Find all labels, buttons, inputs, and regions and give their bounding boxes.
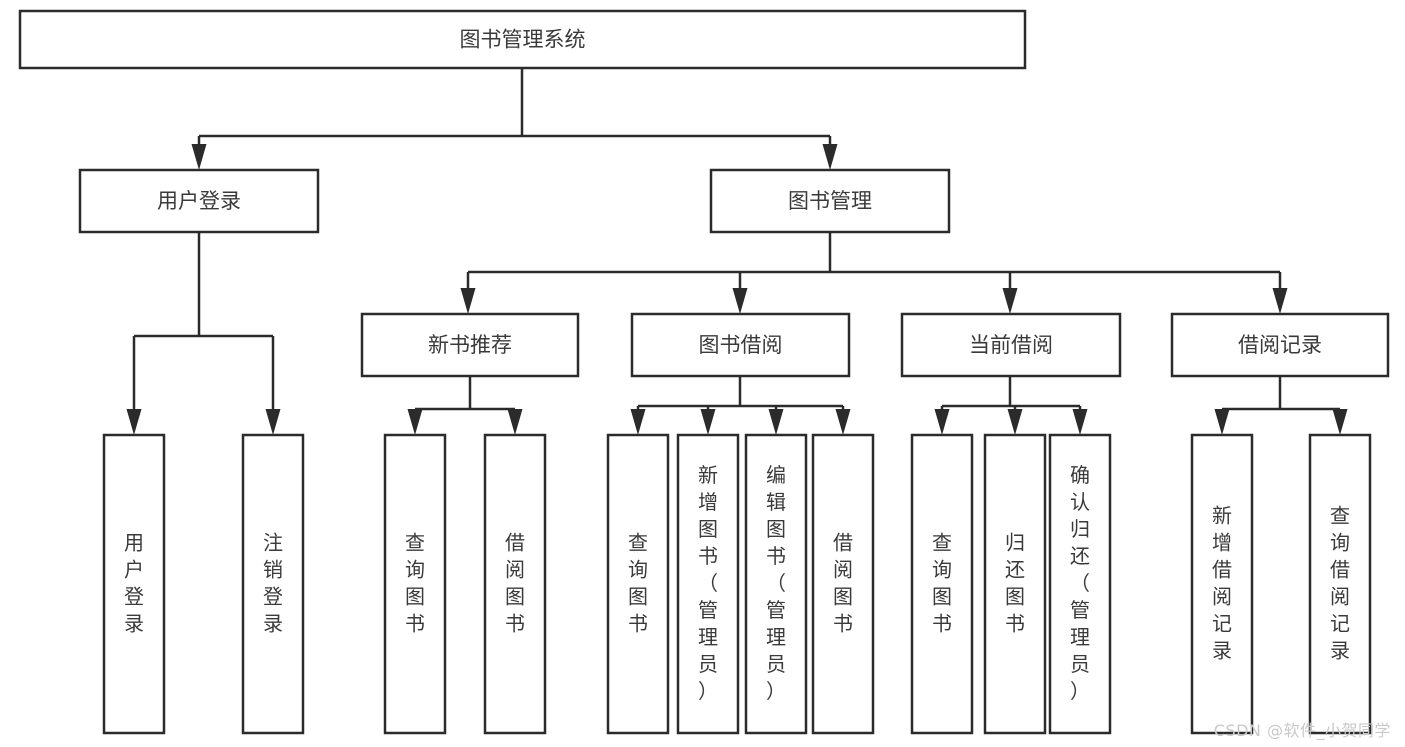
node-label: 用户登录 <box>124 530 144 635</box>
node-box <box>78 168 320 234</box>
arrow-head-icon <box>126 409 142 435</box>
nodes-layer: 图书管理系统用户登录图书管理新书推荐图书借阅当前借阅借阅记录用户登录注销登录查询… <box>18 9 1390 735</box>
node-box <box>18 9 1027 70</box>
node-leaf-query-book-2[interactable]: 查询图书 <box>606 433 670 735</box>
node-current-borrow[interactable]: 当前借阅 <box>900 312 1122 378</box>
arrow-head-icon <box>630 409 646 435</box>
node-box <box>102 433 166 735</box>
node-leaf-query-book-1[interactable]: 查询图书 <box>383 433 447 735</box>
node-label: 查询图书 <box>405 530 425 635</box>
arrow-head-icon <box>407 409 423 435</box>
node-book-borrow[interactable]: 图书借阅 <box>630 312 851 378</box>
node-label: 借阅图书 <box>505 530 525 635</box>
node-leaf-add-book-admin[interactable]: 新增图书（管理员） <box>676 433 740 735</box>
arrow-head-icon <box>1072 409 1088 435</box>
node-label: 当前借阅 <box>969 333 1053 357</box>
arrow-head-icon <box>934 409 950 435</box>
arrow-head-icon <box>507 409 523 435</box>
arrow-head-icon <box>835 409 851 435</box>
node-box <box>606 433 670 735</box>
node-box <box>900 312 1122 378</box>
arrow-head-icon <box>191 144 207 170</box>
node-leaf-borrow-book-2[interactable]: 借阅图书 <box>811 433 875 735</box>
node-leaf-query-borrow-record[interactable]: 查询借阅记录 <box>1308 433 1372 735</box>
node-box <box>1048 433 1112 735</box>
node-label: 新增图书（管理员） <box>698 463 718 703</box>
arrow-head-icon <box>768 409 784 435</box>
node-leaf-return-book[interactable]: 归还图书 <box>983 433 1047 735</box>
node-leaf-add-borrow-record[interactable]: 新增借阅记录 <box>1190 433 1254 735</box>
node-leaf-confirm-return-admin[interactable]: 确认归还（管理员） <box>1048 433 1112 735</box>
arrow-head-icon <box>822 144 838 170</box>
node-box <box>360 312 580 378</box>
node-label: 用户登录 <box>157 189 241 213</box>
node-label: 查询借阅记录 <box>1330 503 1350 662</box>
node-leaf-logout[interactable]: 注销登录 <box>241 433 305 735</box>
node-label: 图书管理 <box>788 189 872 213</box>
node-borrow-record[interactable]: 借阅记录 <box>1170 312 1390 378</box>
arrow-head-icon <box>700 409 716 435</box>
connectors-layer <box>126 68 1348 435</box>
node-label: 归还图书 <box>1005 530 1025 635</box>
node-label: 查询图书 <box>932 530 952 635</box>
node-new-book-recommend[interactable]: 新书推荐 <box>360 312 580 378</box>
node-leaf-query-book-3[interactable]: 查询图书 <box>910 433 974 735</box>
node-user-login[interactable]: 用户登录 <box>78 168 320 234</box>
arrow-head-icon <box>1332 409 1348 435</box>
node-label: 图书借阅 <box>699 333 783 357</box>
node-label: 查询图书 <box>628 530 648 635</box>
node-book-management[interactable]: 图书管理 <box>709 168 951 234</box>
arrow-head-icon <box>1272 288 1288 314</box>
arrow-head-icon <box>265 409 281 435</box>
csdn-watermark: CSDN @软件_小贺同学 <box>1213 721 1391 740</box>
node-box <box>983 433 1047 735</box>
node-label: 借阅图书 <box>833 530 853 635</box>
node-box <box>910 433 974 735</box>
node-box <box>383 433 447 735</box>
node-leaf-edit-book-admin[interactable]: 编辑图书（管理员） <box>744 433 808 735</box>
node-label: 确认归还（管理员） <box>1070 463 1090 703</box>
node-box <box>811 433 875 735</box>
node-box <box>1170 312 1390 378</box>
node-box <box>709 168 951 234</box>
arrow-head-icon <box>460 288 476 314</box>
arrow-head-icon <box>1002 288 1018 314</box>
node-label: 新书推荐 <box>428 333 512 357</box>
arrow-head-icon <box>732 288 748 314</box>
node-label: 编辑图书（管理员） <box>766 463 786 703</box>
node-leaf-borrow-book-1[interactable]: 借阅图书 <box>483 433 547 735</box>
node-root[interactable]: 图书管理系统 <box>18 9 1027 70</box>
node-label: 新增借阅记录 <box>1212 503 1232 662</box>
node-label: 注销登录 <box>263 530 283 635</box>
node-label: 图书管理系统 <box>460 28 586 52</box>
node-box <box>241 433 305 735</box>
node-leaf-user-login[interactable]: 用户登录 <box>102 433 166 735</box>
node-box <box>630 312 851 378</box>
arrow-head-icon <box>1007 409 1023 435</box>
node-box <box>1308 433 1372 735</box>
node-box <box>676 433 740 735</box>
node-box <box>744 433 808 735</box>
node-label: 借阅记录 <box>1238 333 1322 357</box>
arrow-head-icon <box>1214 409 1230 435</box>
node-box <box>1190 433 1254 735</box>
node-box <box>483 433 547 735</box>
